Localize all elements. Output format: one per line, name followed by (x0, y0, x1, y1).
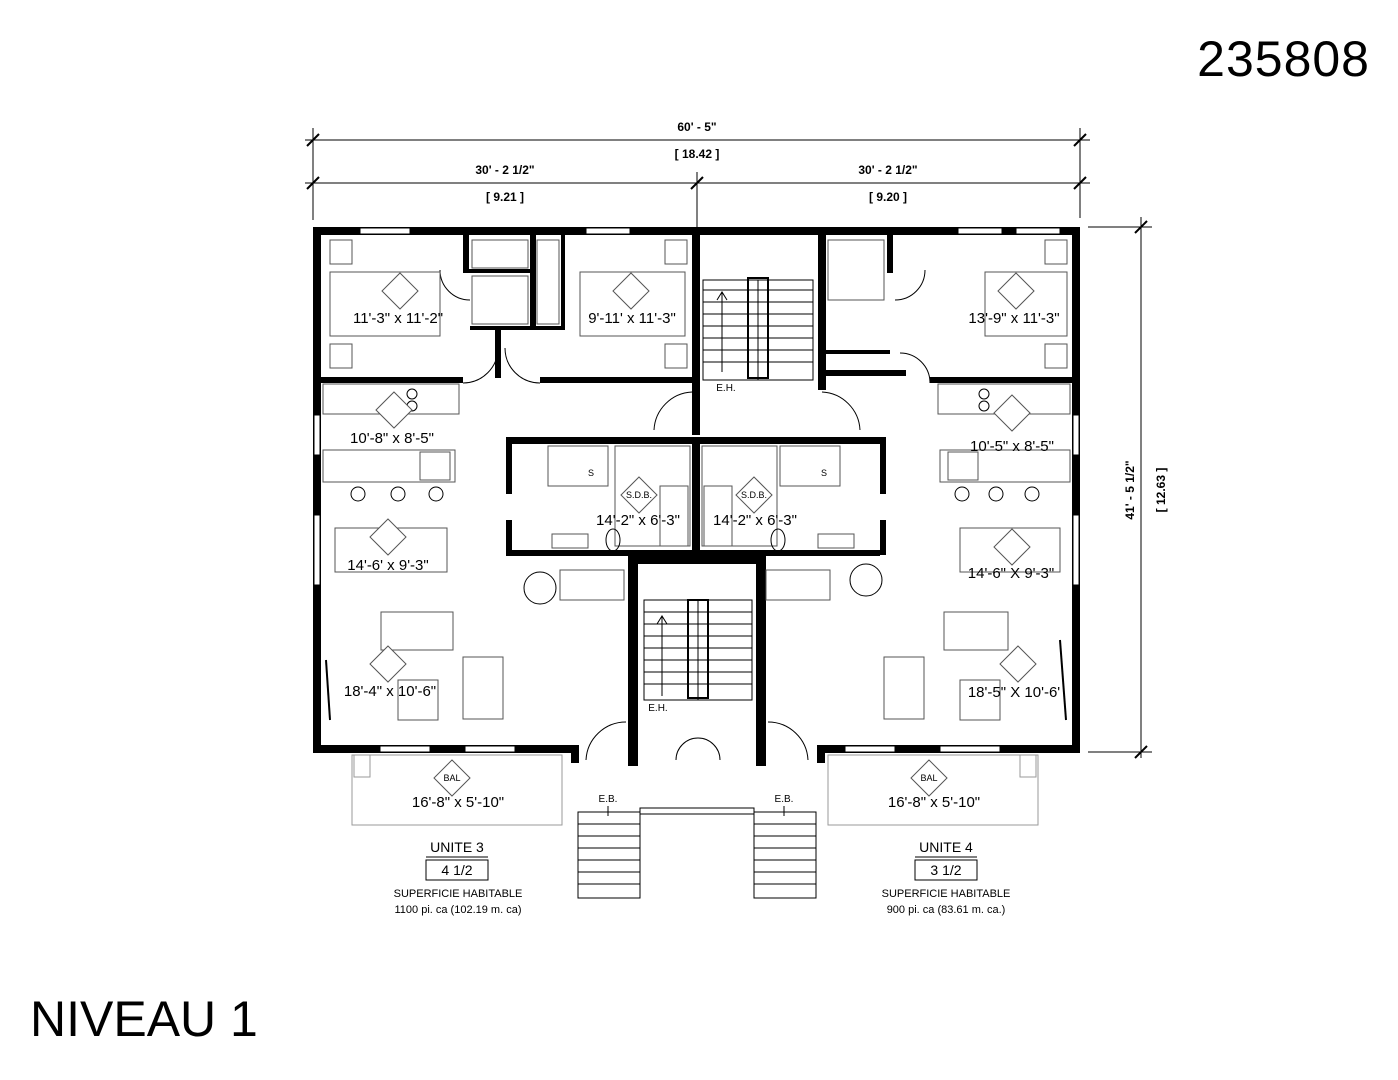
left-unit-furniture (322, 239, 688, 721)
u4-kitchen-label: 10'-5" x 8'-5" (970, 438, 1054, 455)
u4-bath-label: 14'-2" x 6'-3" (713, 512, 797, 529)
unit-3-type: 4 1/2 (441, 862, 472, 878)
right-width: 30' - 2 1/2" (858, 163, 917, 177)
entry-tag-right: E.B. (775, 794, 794, 805)
balcony-tag-right: BAL (920, 773, 937, 783)
overall-width-metric: [ 18.42 ] (675, 147, 720, 161)
room-symbols (369, 272, 1037, 797)
unit-4-area-label: SUPERFICIE HABITABLE (882, 888, 1011, 900)
u3-balcony-label: 16'-8" x 5'-10" (412, 794, 504, 811)
depth: 41' - 5 1/2" (1123, 460, 1137, 519)
interior-walls (321, 235, 1072, 766)
right-unit-furniture (827, 239, 1071, 721)
u4-bedroom1-label: 13'-9" x 11'-3" (968, 310, 1059, 327)
unit-3-block: UNITE 3 4 1/2 SUPERFICIE HABITABLE 1100 … (394, 839, 523, 916)
unit-4-type: 3 1/2 (930, 862, 961, 878)
unit-3-area: 1100 pi. ca (102.19 m. ca) (395, 904, 522, 916)
overall-width: 60' - 5" (677, 120, 716, 134)
lower-stair (643, 599, 753, 701)
dimension-lines (305, 128, 1152, 759)
door-swings (439, 269, 931, 761)
u3-living-label: 18'-4" x 10'-6" (344, 683, 436, 700)
sink-tag-right: S (821, 468, 827, 478)
u3-bedroom1-label: 11'-3" x 11'-2" (353, 310, 443, 327)
unit-3-name: UNITE 3 (430, 839, 484, 855)
u3-kitchen-label: 10'-8" x 8'-5" (350, 430, 434, 447)
level-title: NIVEAU 1 (30, 991, 258, 1047)
sink-tag-left: S (588, 468, 594, 478)
right-width-metric: [ 9.20 ] (869, 190, 907, 204)
unit-4-block: UNITE 4 3 1/2 SUPERFICIE HABITABLE 900 p… (882, 839, 1011, 916)
unit-4-name: UNITE 4 (919, 839, 973, 855)
u4-dining-label: 14'-6" X 9'-3" (968, 565, 1054, 582)
unit-3-area-label: SUPERFICIE HABITABLE (394, 888, 523, 900)
plan-id: 235808 (1197, 31, 1370, 87)
exterior-walls (313, 227, 1080, 763)
u3-bedroom2-label: 9'-11' x 11'-3" (588, 310, 676, 327)
left-width: 30' - 2 1/2" (475, 163, 534, 177)
upper-stair (702, 277, 814, 381)
bath-tag-right: S.D.B. (741, 490, 767, 500)
depth-metric: [ 12.63 ] (1154, 468, 1168, 513)
upper-stair-tag: E.H. (716, 383, 735, 394)
u4-balcony-label: 16'-8" x 5'-10" (888, 794, 980, 811)
u3-bath-label: 14'-2" x 6'-3" (596, 512, 680, 529)
balconies (351, 754, 1039, 826)
lower-stair-tag: E.H. (648, 703, 667, 714)
bathrooms (523, 445, 883, 605)
u4-living-label: 18'-5" X 10'-6' (968, 684, 1060, 701)
entry-stairs (577, 806, 817, 899)
bath-tag-left: S.D.B. (626, 490, 652, 500)
entry-tag-left: E.B. (599, 794, 618, 805)
left-width-metric: [ 9.21 ] (486, 190, 524, 204)
balcony-tag-left: BAL (443, 773, 460, 783)
u3-dining-label: 14'-6' x 9'-3" (347, 557, 428, 574)
unit-4-area: 900 pi. ca (83.61 m. ca.) (887, 904, 1006, 916)
